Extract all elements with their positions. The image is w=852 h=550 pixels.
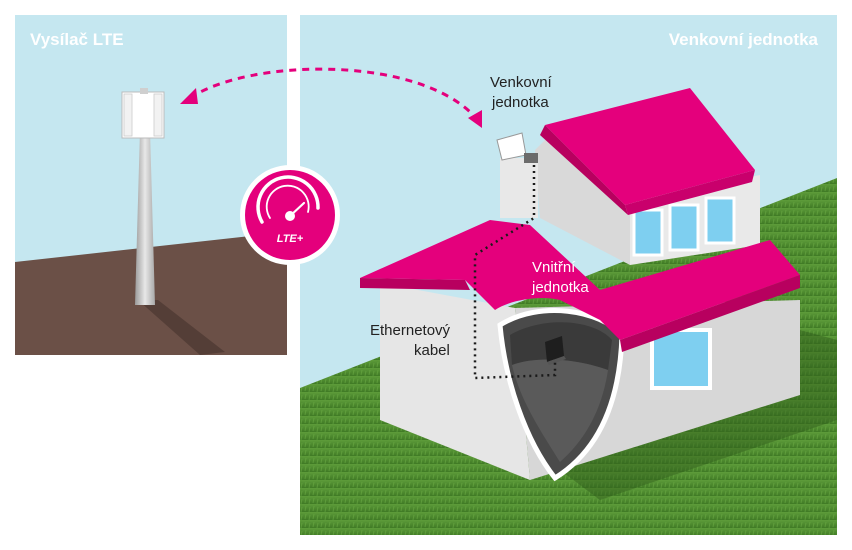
roof-upper [545, 88, 755, 205]
right-panel-house: Venkovní jednotka Venkovní jednotka Vnit… [300, 15, 837, 535]
house [360, 88, 837, 500]
indoor-unit-label-line1: Vnitřní [532, 259, 576, 276]
house-upper-wall-left [535, 130, 630, 265]
lte-badge-text: LTE+ [277, 233, 304, 245]
ethernet-label-line1: Ethernetový [370, 322, 451, 339]
lte-signal-icon: LTE+ [240, 165, 340, 265]
outdoor-unit-label-line2: jednotka [491, 94, 549, 111]
left-panel-title: Vysílač LTE [30, 30, 124, 49]
ethernet-label-line2: kabel [414, 342, 450, 359]
outdoor-antenna-icon [496, 132, 538, 163]
antenna-mount [500, 158, 538, 218]
outdoor-unit-label-line1: Venkovní [490, 74, 553, 91]
left-panel-tower: Vysílač LTE [15, 15, 287, 355]
signal-arc [189, 67, 478, 119]
window-upper-1 [632, 208, 664, 257]
arrowhead-right [468, 110, 482, 128]
lte-tower-icon [121, 88, 165, 305]
signal-link [180, 67, 482, 128]
window-upper-2 [668, 203, 700, 252]
indoor-unit-label-line2: jednotka [531, 279, 589, 296]
right-panel-title: Venkovní jednotka [669, 30, 819, 49]
house-wall-left [380, 283, 530, 480]
roof-lower [360, 220, 800, 340]
window-lower-right [650, 328, 712, 390]
window-upper-3 [704, 196, 736, 245]
indoor-router-icon [545, 336, 566, 365]
tower-shadow [138, 300, 225, 355]
arrowhead-left [180, 88, 198, 104]
